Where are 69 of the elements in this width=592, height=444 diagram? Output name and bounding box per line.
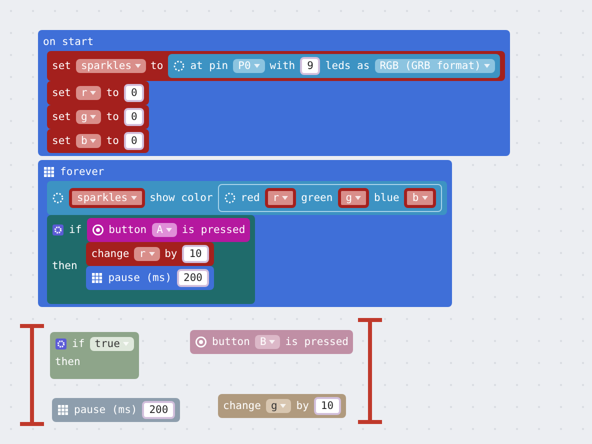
dropdown-field: RGB (GRB format) [374,59,495,73]
block-label: with [270,60,296,72]
block-label: change [223,400,261,412]
block-label: set [52,60,71,72]
block-label: button [212,336,250,348]
block-label: by [164,248,178,260]
block-label: button [108,224,147,236]
loop-block [38,160,452,307]
code-block [86,266,214,290]
number-field: 0 [124,84,144,102]
code-block [47,129,150,153]
condition-block [190,330,354,354]
block-label: to [106,111,119,123]
number-field: 9 [300,57,320,75]
block-label: is pressed [285,336,348,348]
reporter-block [218,184,442,212]
dropdown-field: b [404,188,436,208]
dropdown-field: g [338,188,370,208]
if-block [50,332,139,379]
block-label: is pressed [182,224,246,236]
code-block [52,398,180,422]
dropdown-field: A [152,223,177,237]
dropdown-field: r [264,188,296,208]
block-label: pause (ms) [74,404,138,416]
block-label: red [240,192,260,204]
code-block [86,242,214,266]
number-field: 0 [124,132,144,150]
block-label: if [72,338,85,350]
block-label: on start [43,36,94,48]
if-block [47,215,256,304]
condition-block [86,218,250,242]
dropdown-field: sparkles [69,188,145,208]
code-block [47,181,447,215]
dropdown-field: true [90,337,134,351]
block-label: set [52,87,71,99]
number-field: 200 [142,401,176,419]
block-label: set [52,135,71,147]
block-label: green [301,192,333,204]
number-field: 200 [176,269,210,287]
block-label: set [52,111,71,123]
dropdown-field: b [76,134,102,148]
block-label: forever [60,166,104,178]
block-label: then [52,260,78,272]
block-label: at pin [190,60,228,72]
block-label: to [150,60,164,72]
block-label: then [55,356,80,368]
dropdown-field: r [76,86,102,100]
hat-block [38,30,510,156]
block-label: to [106,87,119,99]
block-label: if [69,224,82,236]
dropdown-field: g [76,110,102,124]
number-field: 0 [124,108,144,126]
number-field: 10 [314,397,341,415]
block-label: leds as [325,60,370,72]
block-label: by [296,400,309,412]
dropdown-field: r [134,247,160,261]
code-block [218,394,346,418]
code-block [47,51,505,81]
dropdown-field: sparkles [76,59,146,73]
block-label: show color [150,192,213,204]
dropdown-field: g [266,399,292,413]
block-label: pause (ms) [108,272,172,284]
dropdown-field: P0 [233,59,265,73]
reporter-block [168,54,500,78]
dropdown-field: B [254,335,280,349]
block-label: to [106,135,119,147]
number-field: 10 [182,245,209,263]
block-label: change [91,248,130,260]
block-label: blue [374,192,400,204]
